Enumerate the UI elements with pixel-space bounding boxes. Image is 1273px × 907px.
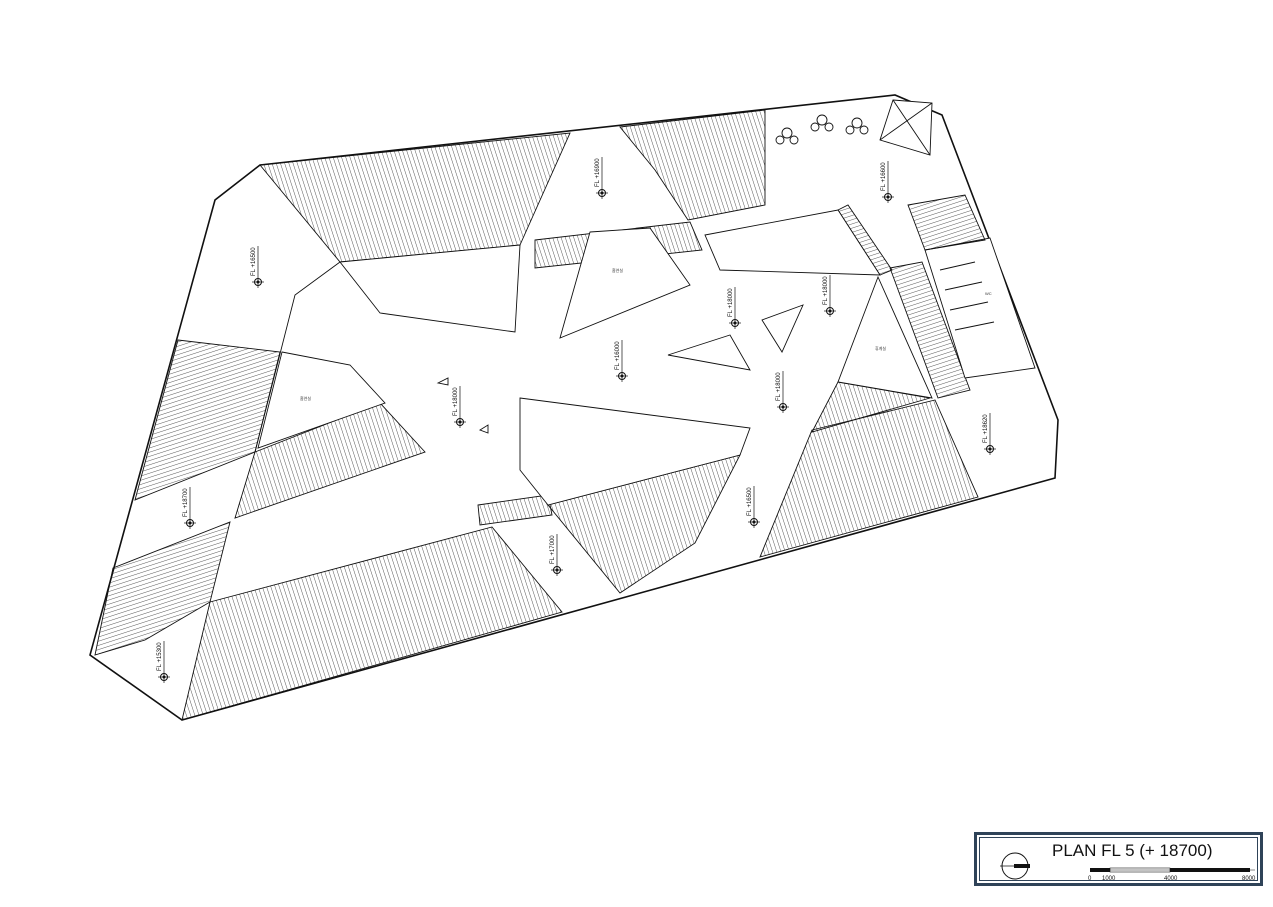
level-markers: FL +16500 FL +16900 FL +16600 FL +18000 FL +… — [157, 157, 996, 683]
level-label: FL +18000 — [453, 387, 459, 416]
room-left — [257, 351, 386, 449]
table-1 — [775, 127, 799, 145]
level-marker: FL +16000 — [615, 340, 628, 382]
level-label: FL +16000 — [615, 341, 621, 370]
small-tri-1 — [436, 377, 449, 386]
stair-bottom-center — [477, 494, 553, 526]
room-label-smoking: 흡연실 — [612, 267, 623, 273]
room-smoking — [559, 227, 691, 339]
room-label-wc: WC — [985, 291, 992, 296]
triangle-2 — [761, 304, 804, 353]
level-marker: FL +18700 — [183, 487, 196, 529]
room-right — [837, 275, 933, 399]
scale-bar — [1090, 867, 1255, 873]
north-arrow-icon — [1000, 852, 1030, 880]
level-label: FL +18000 — [776, 372, 782, 401]
table-2 — [810, 114, 834, 132]
title-block: PLAN FL 5 (+ 18700) 0 1000 4000 8000 — [974, 832, 1263, 886]
level-marker: FL +18000 — [823, 275, 836, 317]
scale-label-1000: 1000 — [1102, 876, 1116, 882]
level-label: FL +16600 — [881, 162, 887, 191]
ramp-bottom — [181, 526, 563, 721]
level-label: FL +18700 — [183, 488, 189, 517]
level-marker: FL +16900 — [595, 157, 608, 199]
level-marker: FL +16500 — [251, 246, 264, 288]
level-marker: FL +18620 — [983, 413, 996, 455]
zone-line-2 — [254, 261, 341, 453]
level-label: FL +16500 — [747, 487, 753, 516]
level-label: FL +15300 — [157, 642, 163, 671]
level-marker: FL +18000 — [728, 287, 741, 329]
stair-right — [889, 261, 971, 399]
scale-label-4000: 4000 — [1164, 876, 1178, 882]
level-label: FL +17000 — [550, 535, 556, 564]
level-label: FL +18000 — [823, 276, 829, 305]
level-label: FL +16900 — [595, 158, 601, 187]
level-marker: FL +18000 — [776, 371, 789, 413]
zone-line-1 — [214, 164, 261, 201]
small-tri-2 — [478, 424, 489, 434]
level-label: FL +16500 — [251, 247, 257, 276]
platform-right — [704, 209, 881, 276]
platform-center-left — [339, 244, 521, 333]
core-stair — [907, 194, 986, 251]
level-marker: FL +17000 — [550, 534, 563, 576]
level-marker: FL +16500 — [747, 486, 760, 528]
level-label: FL +18620 — [983, 414, 989, 443]
scale-label-0: 0 — [1088, 876, 1092, 882]
level-marker: FL +18000 — [453, 386, 466, 428]
scale-label-8000: 8000 — [1242, 876, 1256, 882]
title-block-frame: PLAN FL 5 (+ 18700) 0 1000 4000 8000 — [979, 837, 1258, 882]
level-marker: FL +15300 — [157, 641, 170, 683]
platform-center — [519, 397, 751, 506]
level-marker: FL +16600 — [881, 161, 894, 203]
table-3 — [845, 117, 869, 135]
ramp-top-right — [619, 109, 766, 221]
room-label-right: 휴게실 — [875, 345, 886, 351]
ramp-right — [759, 399, 979, 558]
ramp-bottom-left — [94, 521, 231, 656]
room-label-left: 흡연실 — [300, 395, 311, 401]
plan-title: PLAN FL 5 (+ 18700) — [1052, 841, 1213, 860]
level-label: FL +18000 — [728, 288, 734, 317]
triangle-1 — [667, 334, 751, 371]
